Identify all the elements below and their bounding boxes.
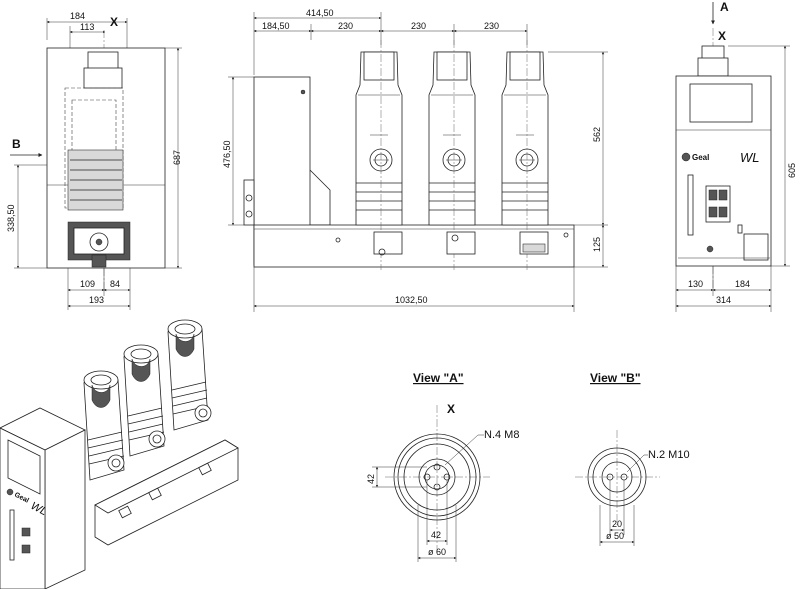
pole-3 <box>501 40 549 270</box>
side-dim-foot-right: 84 <box>110 279 120 289</box>
side-dim-top-width: 184 <box>70 11 85 21</box>
front-dim-pitch-2: 230 <box>411 21 426 31</box>
side-dim-foot-left: 109 <box>80 279 95 289</box>
front-dim-panel-height: 476,50 <box>222 140 232 168</box>
end-arrow-label: A <box>720 0 729 14</box>
view-a-dim-horizontal: 42 <box>431 530 441 540</box>
view-a-title: View "A" <box>413 371 464 385</box>
side-arrow-label: B <box>12 137 21 151</box>
front-dim-pole-height: 562 <box>592 127 602 142</box>
end-model-label: WL <box>740 150 760 165</box>
end-dim-right: 184 <box>735 279 750 289</box>
isometric-view: Geal WL <box>0 319 239 589</box>
front-dim-panel-width: 184,50 <box>262 21 290 31</box>
front-dim-frame-height: 125 <box>592 237 602 252</box>
view-a: View "A" X N.4 M8 42 42 ø 60 <box>366 371 519 562</box>
side-axis-label: X <box>110 15 118 29</box>
iso-pole-1 <box>83 370 125 481</box>
end-dim-width: 314 <box>716 295 731 305</box>
side-dim-base-height: 338,50 <box>6 204 16 232</box>
front-dim-left-offset: 414,50 <box>306 8 334 18</box>
view-b-thread-note: N.2 M10 <box>648 449 690 461</box>
end-view: A X Geal WL 605 130 184 314 <box>675 0 797 312</box>
pole-1 <box>355 40 403 270</box>
view-b-title: View "B" <box>590 371 641 385</box>
view-a-axis-label: X <box>447 402 455 416</box>
iso-pole-3 <box>167 319 212 431</box>
front-dim-overall-width: 1032,50 <box>395 295 428 305</box>
end-axis-label: X <box>718 29 726 43</box>
end-brand-label: Geal <box>692 153 709 162</box>
front-dim-pitch-3: 230 <box>484 21 499 31</box>
view-b-dim-diameter: ø 50 <box>606 531 624 541</box>
view-a-dim-vertical: 42 <box>366 474 376 484</box>
view-b-dim-spacing: 20 <box>612 519 622 529</box>
side-dim-height: 687 <box>172 150 182 165</box>
side-dim-top-offset: 113 <box>80 22 94 32</box>
end-dim-height: 605 <box>787 163 797 178</box>
front-view: 414,50 184,50 230 230 230 <box>222 8 608 312</box>
view-a-thread-note: N.4 M8 <box>484 429 519 441</box>
view-a-dim-diameter: ø 60 <box>428 547 446 557</box>
side-dim-bottom-width: 193 <box>89 295 104 305</box>
view-b: View "B" N.2 M10 20 ø 50 <box>575 371 690 546</box>
iso-pole-2 <box>123 344 166 457</box>
front-dim-pitch-1: 230 <box>338 21 353 31</box>
side-view: 184 113 X B 687 <box>6 11 182 310</box>
end-dim-left: 130 <box>688 279 703 289</box>
pole-2 <box>428 40 476 270</box>
